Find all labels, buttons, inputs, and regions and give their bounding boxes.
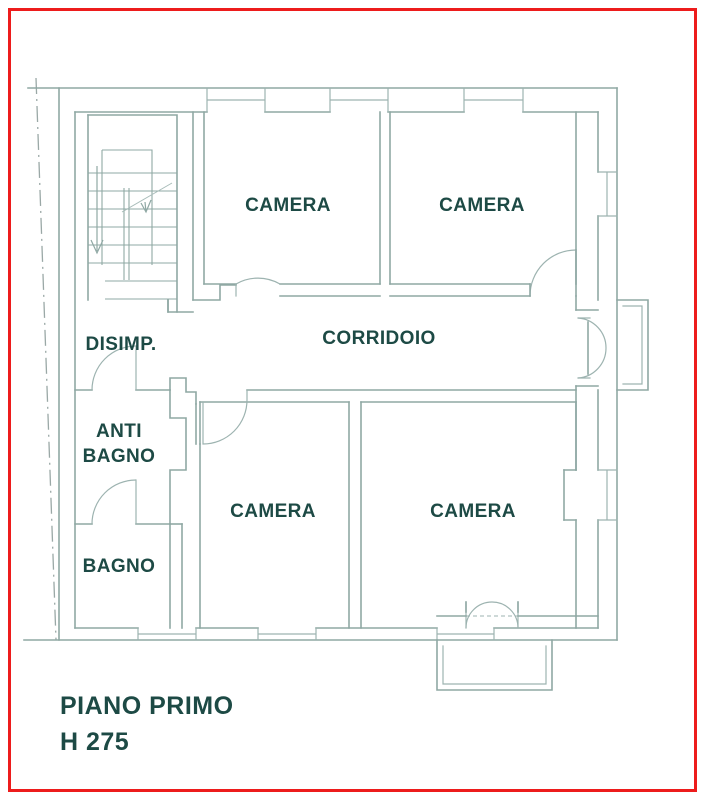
room-label-corridoio: CORRIDOIO [322, 328, 436, 349]
building-outer-wall [23, 87, 618, 641]
property-boundary-line [35, 77, 57, 641]
balcony-right [616, 299, 649, 391]
room-label-anti-bagno: ANTI BAGNO [82, 421, 156, 468]
room-label-camera-top-right: CAMERA [439, 195, 525, 216]
title-floor-name: PIANO PRIMO [60, 692, 234, 720]
title-floor-height: H 275 [60, 728, 130, 756]
interior-walls [74, 111, 607, 629]
room-label-bagno: BAGNO [82, 556, 156, 577]
staircase [87, 114, 178, 313]
room-label-camera-bottom-right: CAMERA [430, 501, 516, 522]
red-image-border [8, 8, 697, 792]
room-label-disimpegno: DISIMP. [85, 334, 157, 355]
balcony-bottom [436, 639, 553, 691]
room-label-camera-bottom-left: CAMERA [230, 501, 316, 522]
room-label-camera-top-left: CAMERA [245, 195, 331, 216]
